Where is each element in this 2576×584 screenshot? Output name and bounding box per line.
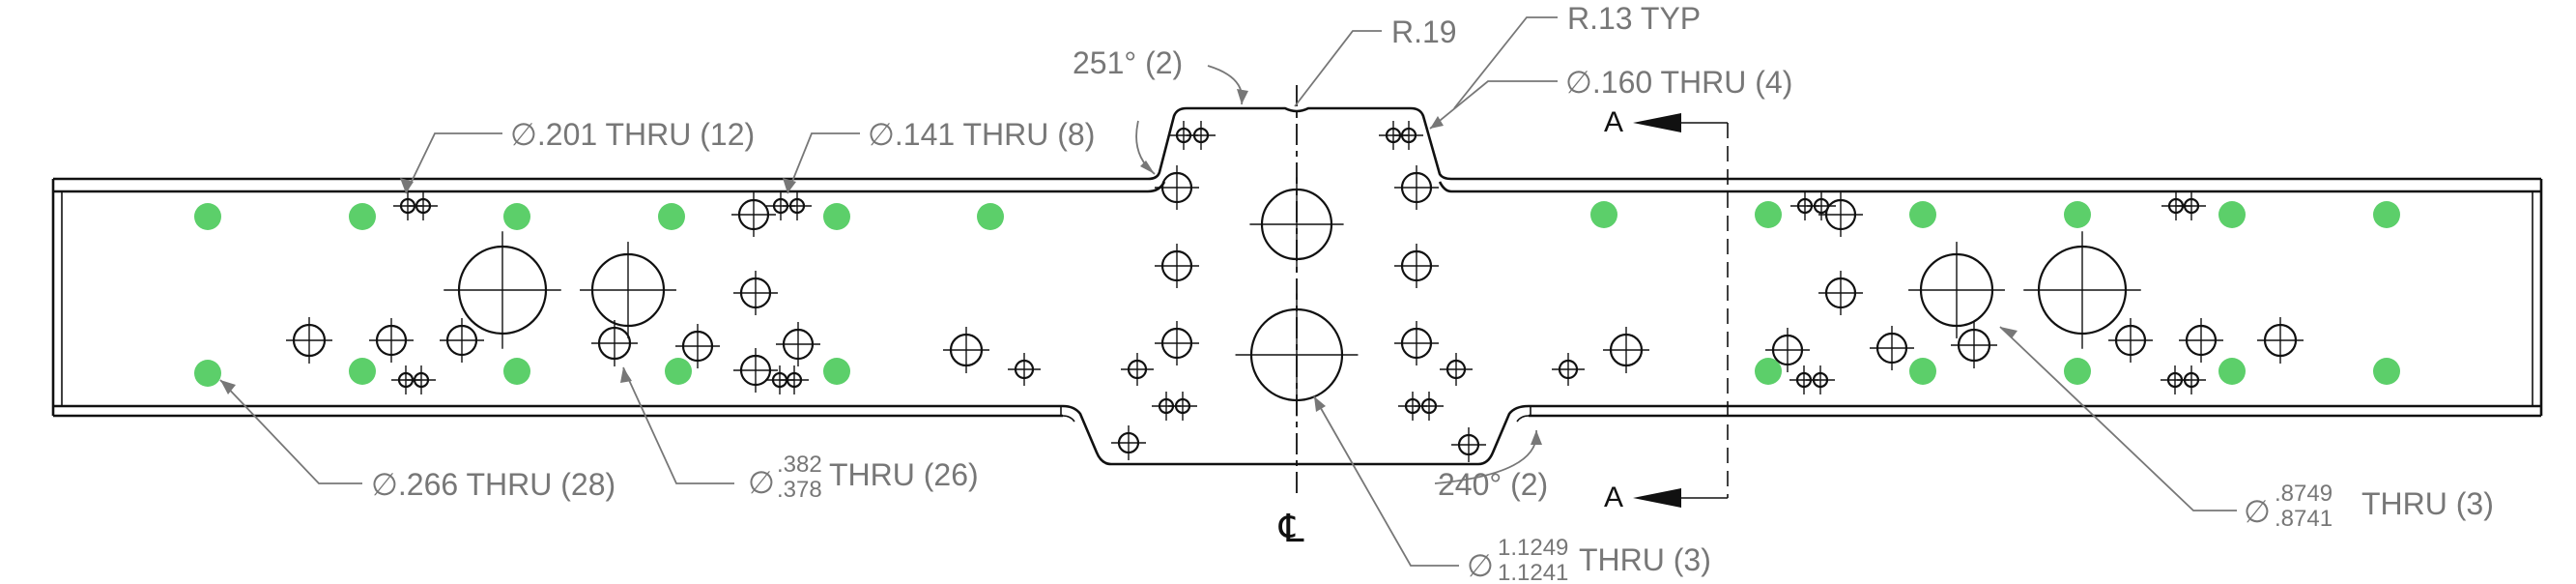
leader-lines — [219, 16, 2237, 567]
highlight-hole — [977, 203, 1004, 230]
callout-hole-141: ∅.141 THRU (8) — [868, 117, 1095, 152]
callout-hole-382-prefix: ∅ — [748, 465, 775, 500]
callout-hole-11249-upper: 1.1249 — [1498, 535, 1568, 561]
highlight-hole — [194, 203, 221, 230]
highlight-hole — [823, 358, 850, 385]
highlight-hole — [665, 358, 692, 385]
callout-hole-11249-prefix: ∅ — [1467, 548, 1494, 583]
callout-hole-382-suffix: THRU (26) — [829, 457, 979, 492]
highlight-hole — [2218, 201, 2246, 228]
callout-hole-266: ∅.266 THRU (28) — [371, 467, 615, 502]
callout-hole-8749-prefix: ∅ — [2244, 494, 2271, 529]
highlight-hole — [194, 360, 221, 387]
annotations: ∅.201 THRU (12) ∅.141 THRU (8) ∅.160 THR… — [371, 1, 2494, 584]
callout-hole-8749-suffix: THRU (3) — [2361, 486, 2494, 521]
highlight-hole — [2373, 201, 2400, 228]
callout-hole-11249-lower: 1.1241 — [1498, 560, 1568, 584]
highlight-hole — [349, 358, 376, 385]
highlight-hole — [2218, 358, 2246, 385]
section-indicator: A A — [1604, 106, 1729, 513]
callout-angle-251: 251° (2) — [1073, 45, 1183, 80]
callout-radius-19: R.19 — [1391, 15, 1457, 49]
centerline-symbol: ℄ — [1278, 508, 1304, 550]
highlight-hole — [2064, 201, 2091, 228]
callout-hole-8749-upper: .8749 — [2275, 481, 2333, 507]
callout-hole-382-lower: .378 — [777, 477, 822, 503]
highlight-hole — [2064, 358, 2091, 385]
highlight-hole — [658, 203, 685, 230]
callout-hole-201: ∅.201 THRU (12) — [510, 117, 755, 152]
callout-radius-13: R.13 TYP — [1567, 1, 1701, 36]
highlight-hole — [503, 203, 530, 230]
section-label-bottom: A — [1604, 482, 1623, 513]
callout-angle-240: 240° (2) — [1438, 467, 1548, 502]
highlight-hole — [503, 358, 530, 385]
highlight-hole — [1590, 201, 1617, 228]
highlight-hole — [349, 203, 376, 230]
highlighted-holes — [194, 201, 2400, 387]
highlight-hole — [823, 203, 850, 230]
drilled-holes — [286, 121, 2304, 462]
callout-hole-160: ∅.160 THRU (4) — [1565, 65, 1792, 100]
section-label-top: A — [1604, 106, 1623, 138]
callout-hole-11249-suffix: THRU (3) — [1579, 542, 1711, 577]
callout-hole-382-upper: .382 — [777, 452, 822, 478]
highlight-hole — [1755, 358, 1782, 385]
highlight-hole — [2373, 358, 2400, 385]
highlight-hole — [1909, 358, 1936, 385]
callout-hole-8749-lower: .8741 — [2275, 506, 2333, 532]
part-outline — [51, 106, 2543, 466]
highlight-hole — [1755, 201, 1782, 228]
highlight-hole — [1909, 201, 1936, 228]
